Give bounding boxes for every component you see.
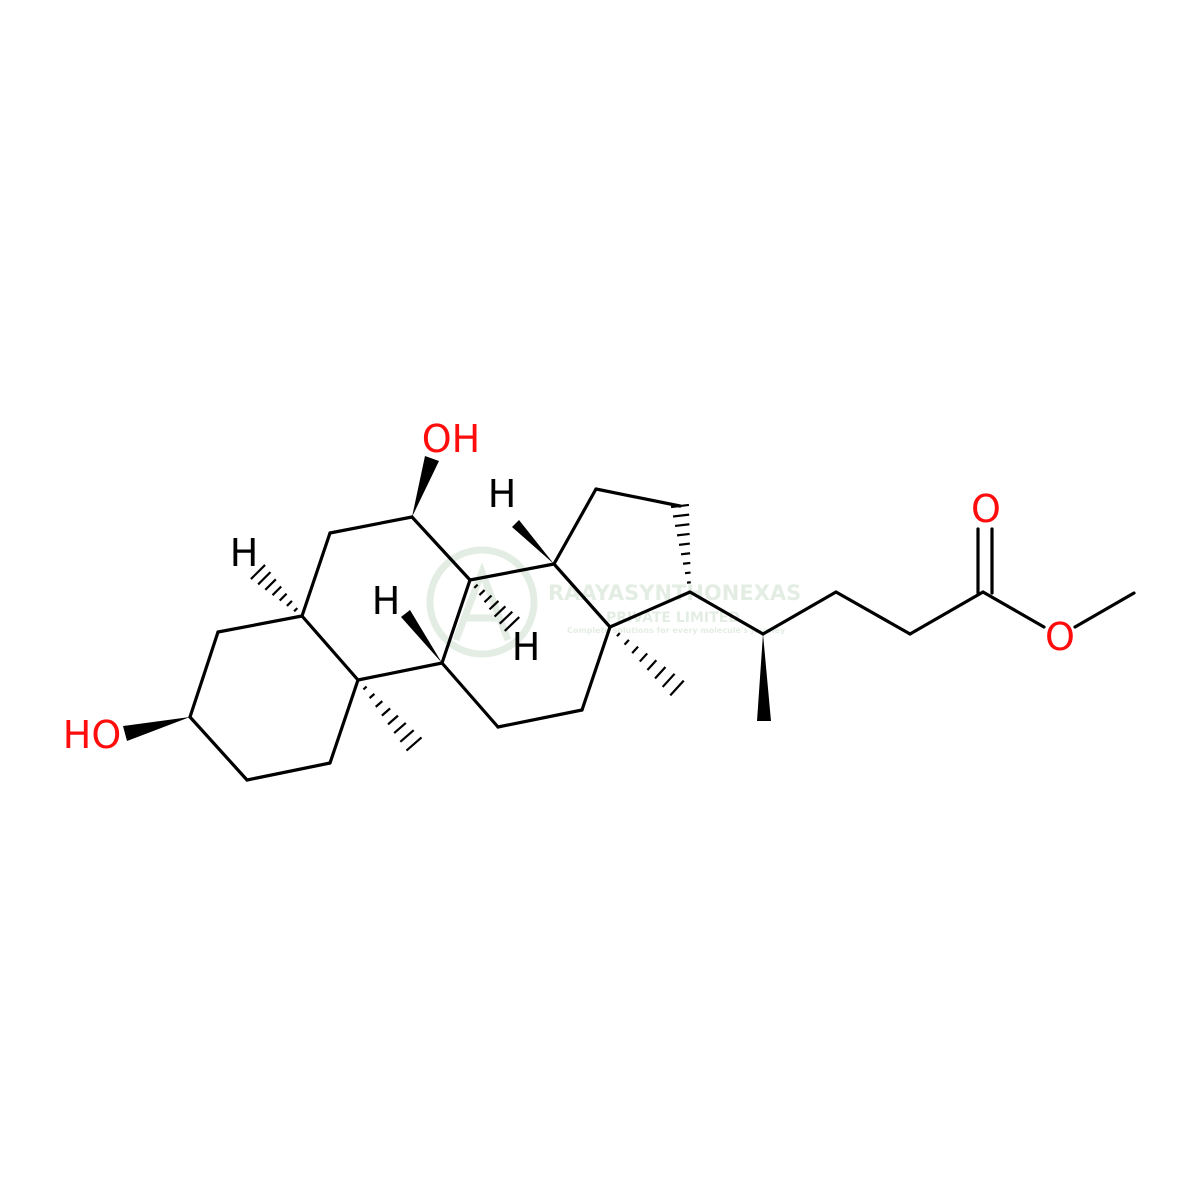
bond-c5-c4	[328, 678, 360, 765]
hydrogen-label-c14: H	[488, 472, 517, 516]
hash-stroke	[680, 552, 691, 556]
hash-stroke	[399, 729, 415, 743]
hash-stroke	[286, 600, 293, 607]
wedge-c14-h	[512, 520, 554, 564]
ring-b	[300, 515, 472, 682]
hash-stroke	[654, 666, 667, 680]
hash-stroke	[493, 605, 507, 618]
wedge-c3-oh	[123, 717, 190, 741]
hydroxyl-label-c3: HO	[63, 713, 121, 757]
hydroxyl-label-c7: OH	[422, 417, 480, 461]
hash-stroke	[670, 503, 690, 509]
hash-stroke	[293, 607, 299, 613]
hash-stroke	[682, 561, 691, 565]
hash-stroke	[676, 532, 690, 537]
watermark-tagline: Complete solutions for every molecule's …	[567, 626, 786, 635]
hash-stroke	[488, 600, 500, 611]
hash-stroke	[478, 589, 486, 596]
hash-stroke	[669, 679, 685, 697]
bond-c20-c22	[761, 590, 838, 636]
hash-stroke	[257, 571, 272, 586]
carbonyl-oxygen-label: O	[971, 487, 1001, 531]
bond-c4-c3b	[245, 761, 332, 782]
hash-stroke	[498, 610, 514, 625]
hash-stroke	[362, 685, 368, 691]
hash-stroke	[405, 736, 423, 752]
ring-d	[552, 487, 692, 629]
hash-stroke	[672, 513, 690, 518]
hash-stroke	[387, 714, 399, 726]
bond-c23-c24	[908, 590, 985, 636]
bond-c17-c13	[608, 590, 692, 629]
bond-c9-c10	[356, 661, 444, 682]
hashed-wedge-bonds	[250, 503, 691, 752]
hydrogen-label-c8: H	[372, 579, 401, 623]
hash-stroke	[393, 722, 407, 734]
bond-c3b-c3	[188, 715, 249, 782]
bond-c11-c9	[440, 661, 500, 729]
hash-stroke	[678, 542, 690, 546]
hash-stroke	[623, 639, 630, 646]
hash-c9-h	[473, 583, 520, 632]
bond-c8-c9	[440, 578, 472, 665]
hash-stroke	[264, 578, 277, 591]
watermark-logo-mark-icon	[452, 562, 512, 642]
wedge-c7-oh	[412, 456, 439, 517]
bond-c5r-c6	[300, 531, 332, 618]
hash-stroke	[473, 583, 479, 589]
bond-c14-c13	[552, 562, 612, 629]
hash-stroke	[646, 659, 658, 671]
bond-c13-c12	[580, 625, 612, 712]
bond-c6-c7	[328, 515, 414, 535]
ring-a	[188, 614, 360, 782]
bond-c3-c2	[188, 630, 220, 719]
hash-stroke	[616, 632, 621, 637]
hydrogen-label-c9: H	[512, 625, 541, 669]
hash-c13-methyl	[616, 632, 685, 697]
bond-o-methyl	[1073, 591, 1136, 629]
hash-c5-h	[250, 564, 299, 613]
ring-c	[440, 562, 612, 729]
watermark-line2: PRIVATE LIMITED	[606, 610, 740, 626]
wedge-bonds	[123, 456, 771, 741]
hash-stroke	[278, 592, 288, 602]
hydrogen-label-c5: H	[230, 531, 259, 575]
bond-c24-o-ester	[981, 590, 1046, 629]
watermark-logo-icon	[426, 546, 538, 658]
side-chain	[688, 527, 1136, 636]
wedge-c8-h	[401, 610, 442, 663]
watermark: RAAYASYNTHONEXAS PRIVATE LIMITED Complet…	[426, 546, 801, 658]
bond-c12-c11	[496, 708, 584, 729]
bond-c15-c16	[594, 487, 682, 508]
hash-c17-c16	[670, 503, 691, 584]
bond-c2-c1	[216, 614, 304, 634]
hash-stroke	[631, 645, 639, 654]
hash-stroke	[661, 673, 676, 688]
bond-c8-c14	[468, 562, 556, 582]
hash-stroke	[638, 652, 649, 663]
bond-c17-c20	[688, 590, 765, 636]
hash-c10-methyl	[362, 685, 423, 752]
hash-stroke	[271, 585, 282, 596]
watermark-name: RAAYASYNTHONEXAS	[548, 581, 801, 605]
hash-stroke	[368, 693, 376, 699]
hash-stroke	[250, 564, 266, 580]
bond-c1-c5	[300, 614, 360, 682]
wedge-c20-methyl	[757, 634, 771, 721]
hash-stroke	[381, 707, 391, 717]
bond-c22-c23	[834, 590, 912, 636]
hash-stroke	[483, 594, 493, 604]
bond-c14-c15	[552, 487, 598, 566]
hash-stroke	[504, 616, 520, 632]
hash-stroke	[684, 571, 691, 575]
hash-stroke	[374, 700, 384, 708]
hash-stroke	[674, 523, 690, 528]
ester-oxygen-label: O	[1045, 615, 1075, 659]
bond-c7-c8	[410, 515, 472, 582]
atom-labels: OH HO H H H H O O	[63, 417, 1075, 757]
